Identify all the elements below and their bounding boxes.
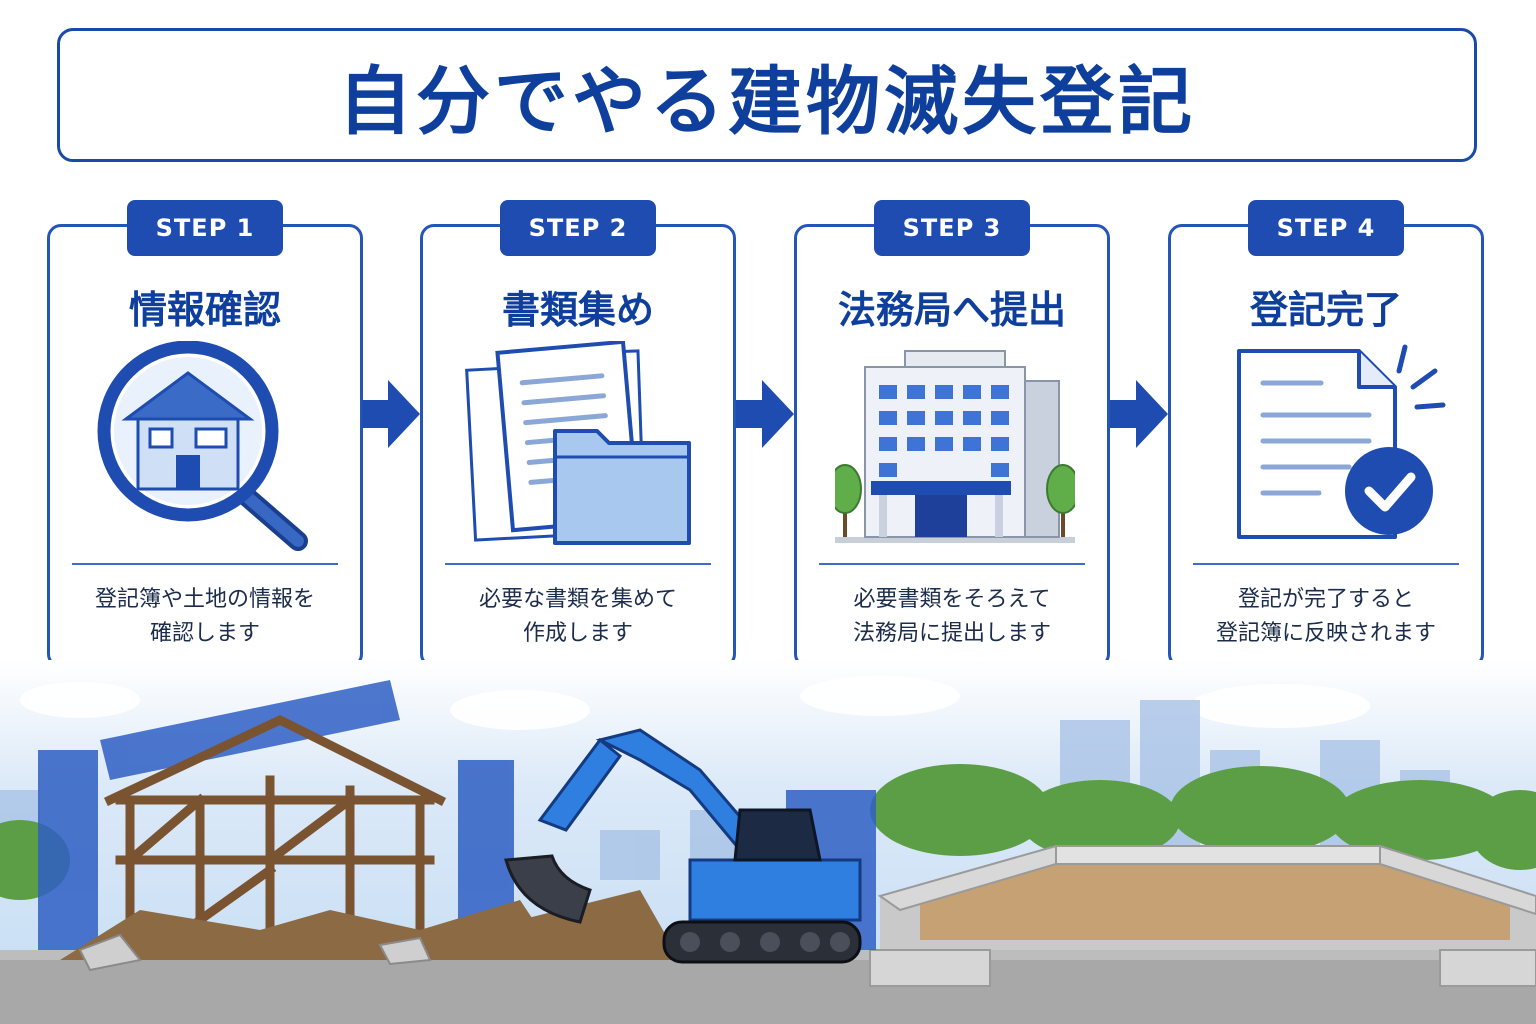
card-divider [72,563,338,565]
documents-folder-icon [465,341,691,545]
step-card-1: STEP 1 情報確認 登記簿や土地の情報を 確認します [47,200,363,668]
step-badge-1: STEP 1 [127,200,283,256]
step-desc-4: 登記が完了すると 登記簿に反映されます [1171,583,1481,651]
step-title-3: 法務局へ提出 [837,288,1066,332]
step-card-2: STEP 2 書類集め 必要な書類を集めて 作成します [420,200,736,668]
card-divider [445,563,711,565]
document-check-icon [1237,344,1446,539]
step-card-4: STEP 4 登記完了 登記が完了すると 登記簿に反映されます [1168,200,1484,668]
arrow-right-icon [362,380,420,448]
magnifier-house-icon [97,341,308,551]
step-desc-3: 必要書類をそろえて 法務局に提出します [797,583,1107,651]
step-desc-line: 登記簿や土地の情報を [94,587,315,612]
step-title-2: 書類集め [501,288,654,332]
step-desc-line: 登記が完了すると [1237,587,1414,612]
step-desc-line: 必要書類をそろえて [853,587,1051,612]
step-title-4: 登記完了 [1249,288,1402,332]
step-desc-line: 確認します [149,621,260,646]
card-divider [819,563,1085,565]
step-title-1: 情報確認 [128,288,281,332]
step-badge-4: STEP 4 [1248,200,1404,256]
step-desc-1: 登記簿や土地の情報を 確認します [50,583,360,651]
page-title: 自分でやる建物滅失登記 [338,58,1196,145]
arrow-right-icon [1110,380,1168,448]
step-desc-line: 必要な書類を集めて [478,587,677,612]
step-card-3: STEP 3 法務局へ提出 必要書類をそろえて 法務局に提出 [794,200,1110,668]
arrow-right-icon [736,380,794,448]
office-building-icon [835,350,1075,543]
title-box: 自分でやる建物滅失登記 [57,28,1477,162]
step-badge-2: STEP 2 [500,200,656,256]
step-desc-2: 必要な書類を集めて 作成します [423,583,733,651]
step-desc-line: 法務局に提出します [852,621,1051,646]
step-desc-line: 作成します [522,621,633,646]
card-divider [1193,563,1459,565]
step-desc-line: 登記簿に反映されます [1215,621,1436,646]
step-badge-3: STEP 3 [874,200,1030,256]
demolition-scene-illustration [0,660,1536,1024]
